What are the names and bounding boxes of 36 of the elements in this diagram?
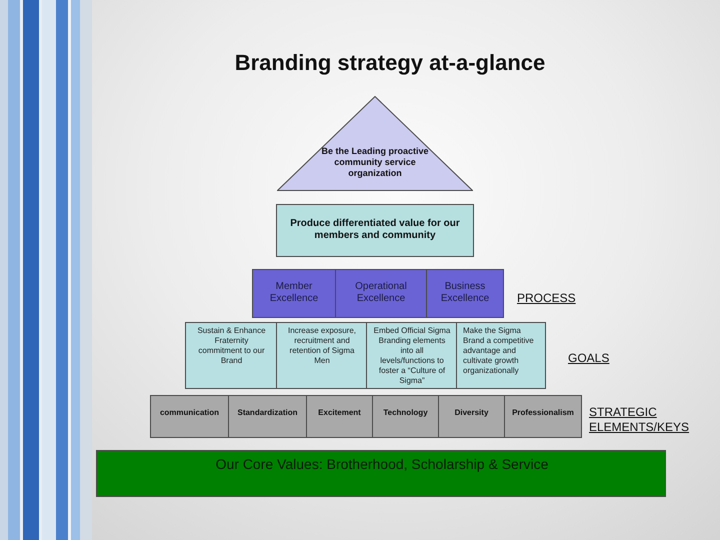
vision-text: Be the Leading proactive community service organization — [320, 146, 430, 179]
key-text: Excitement — [317, 408, 362, 418]
process-box — [426, 269, 504, 318]
process-box — [252, 269, 336, 318]
process-box — [335, 269, 427, 318]
core-values-band — [96, 450, 666, 497]
key-text: Technology — [382, 408, 429, 418]
goal-text: Increase exposure, recruitment and retention of Sigma Men — [286, 326, 358, 366]
goal-box — [185, 322, 277, 389]
title: Branding strategy at-a-glance — [234, 50, 546, 76]
goal-text: Make the Sigma Brand a competitive advantage and cultivate growth organizationally — [463, 326, 535, 376]
goal-text: Embed Official Sigma Branding elements into all levels/functions to foster a “Culture of Sigma” — [373, 326, 451, 386]
key-text: Professionalism — [511, 408, 575, 418]
strategic-key-box — [438, 395, 505, 438]
goal-box — [366, 322, 457, 389]
goal-text: Sustain & Enhance Fraternity commitment to our Brand — [196, 326, 267, 366]
goal-box — [456, 322, 546, 389]
pyramid-apex-triangle — [277, 96, 473, 191]
strategic-key-box — [306, 395, 373, 438]
process-text: Business Excellence — [440, 281, 490, 305]
row-label: GOALS — [568, 351, 610, 366]
strategic-key-box — [372, 395, 439, 438]
key-text: Standardization — [236, 408, 298, 418]
process-text: Operational Excellence — [354, 281, 408, 305]
key-text: communication — [158, 408, 220, 418]
process-text: Member Excellence — [268, 281, 320, 305]
row-label: STRATEGIC ELEMENTS/KEYS — [589, 405, 690, 435]
strategic-key-box — [504, 395, 582, 438]
strategic-key-box — [228, 395, 307, 438]
strategic-key-box — [150, 395, 229, 438]
mission-text: Produce differentiated value for our members and community — [289, 218, 461, 242]
key-text: Diversity — [454, 408, 490, 418]
mission-box — [276, 204, 474, 257]
goal-box — [276, 322, 367, 389]
core-values-text: Our Core Values: Brotherhood, Scholarship & Service — [214, 456, 550, 473]
row-label: PROCESS — [517, 291, 576, 306]
